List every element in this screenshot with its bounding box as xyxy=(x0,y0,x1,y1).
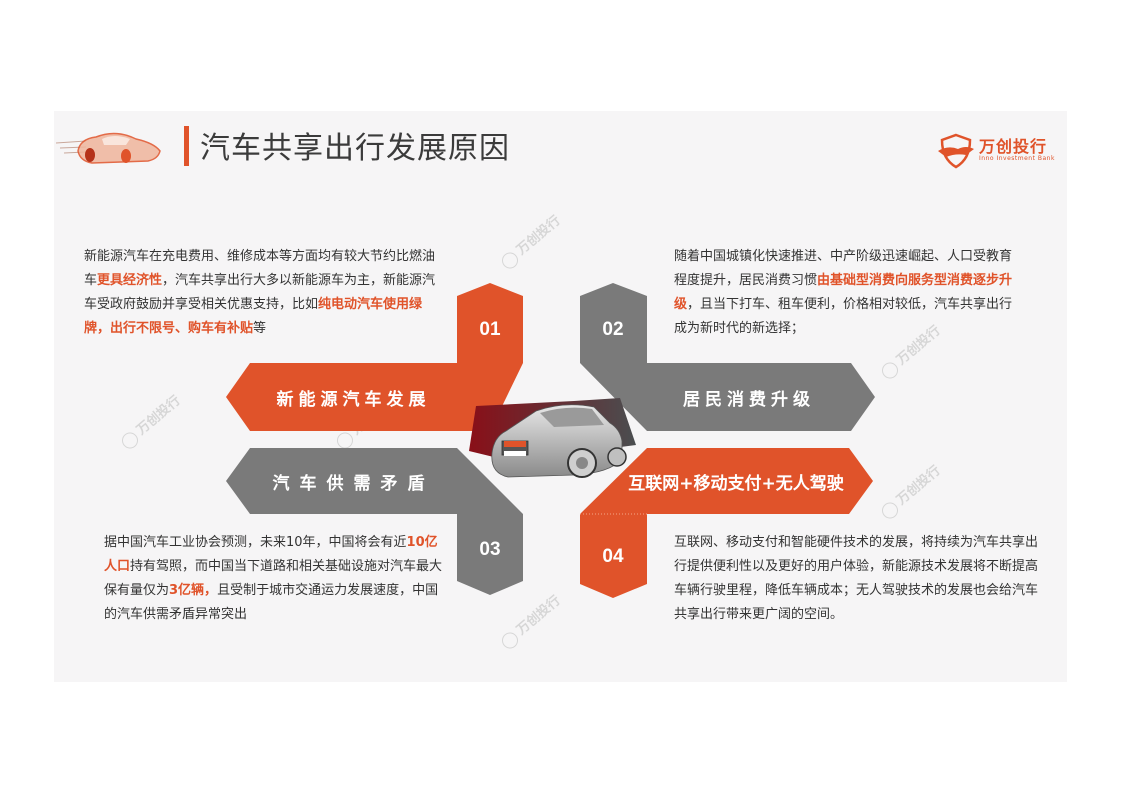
reason-01-description: 新能源汽车在充电费用、维修成本等方面均有较大节约比燃油车更具经济性，汽车共享出行… xyxy=(84,249,436,336)
sports-car-icon xyxy=(56,132,161,164)
logo-subtitle: Inno Investment Bank xyxy=(979,155,1055,162)
reason-04-number: 04 xyxy=(602,546,624,567)
title-accent-bar xyxy=(184,126,189,166)
reason-01-shape xyxy=(226,283,523,431)
reason-02-shape xyxy=(580,283,875,431)
reason-04-description: 互联网、移动支付和智能硬件技术的发展，将持续为汽车共享出行提供便利性以及更好的用… xyxy=(674,535,1039,622)
shield-logo-icon xyxy=(938,133,974,169)
reason-02-description: 随着中国城镇化快速推进、中产阶级迅速崛起、人口受教育程度提升，居民消费习惯由基础… xyxy=(674,249,1013,336)
reason-01-label: 新能源汽车发展 xyxy=(276,390,431,410)
logo-name: 万创投行 xyxy=(979,137,1048,156)
reason-02-label: 居民消费升级 xyxy=(683,390,815,410)
reasons-diagram xyxy=(226,283,875,598)
reason-04-shape xyxy=(580,448,873,598)
reason-03-description: 据中国汽车工业协会预测，未来10年，中国将会有近10亿人口持有驾照，而中国当下道… xyxy=(104,535,443,622)
car-illustration xyxy=(469,398,636,478)
slide: 汽车共享出行发展原因 万创投行 Inno Investment Bank 万创投… xyxy=(54,111,1067,682)
reason-03-shape xyxy=(226,448,523,595)
reason-02-number: 02 xyxy=(602,319,624,340)
reason-04-label: 互联网+移动支付+无人驾驶 xyxy=(628,474,844,494)
page-title: 汽车共享出行发展原因 xyxy=(200,131,510,166)
reason-03-number: 03 xyxy=(479,539,501,560)
reason-03-label: 汽车供需矛盾 xyxy=(272,474,435,494)
reason-01-number: 01 xyxy=(479,319,501,340)
